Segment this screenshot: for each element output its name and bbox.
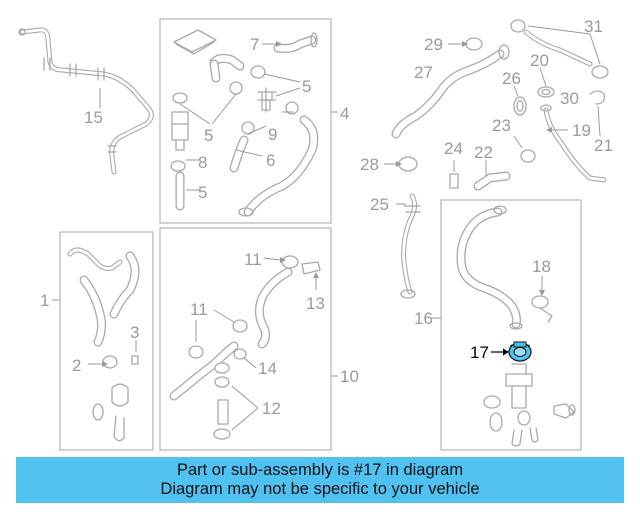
group-1-parts (67, 247, 140, 442)
label-part-14[interactable]: 14 (258, 359, 277, 378)
label-part-5b[interactable]: 5 (204, 126, 213, 145)
label-part-8[interactable]: 8 (198, 153, 207, 172)
label-part-5a[interactable]: 5 (302, 77, 311, 96)
group-box-1 (59, 231, 154, 451)
label-part-27[interactable]: 27 (414, 63, 433, 82)
label-part-15[interactable]: 15 (84, 108, 103, 127)
banner-line-disclaimer: Diagram may not be specific to your vehi… (160, 480, 480, 498)
right-top-parts (391, 19, 609, 299)
part-17-hose-clamp-highlighted[interactable] (508, 341, 532, 362)
label-part-28[interactable]: 28 (360, 155, 379, 174)
label-part-20[interactable]: 20 (530, 51, 549, 70)
group-4-parts (170, 29, 319, 217)
label-part-26[interactable]: 26 (502, 69, 521, 88)
group-box-16 (440, 199, 582, 451)
label-part-21[interactable]: 21 (594, 136, 613, 155)
label-part-4[interactable]: 4 (340, 104, 349, 123)
label-part-5c[interactable]: 5 (198, 183, 207, 202)
label-part-13[interactable]: 13 (306, 294, 325, 313)
label-part-29[interactable]: 29 (424, 35, 443, 54)
label-part-9[interactable]: 9 (268, 125, 277, 144)
label-part-19[interactable]: 19 (572, 121, 591, 140)
label-part-12[interactable]: 12 (262, 399, 281, 418)
label-part-11a[interactable]: 11 (244, 250, 262, 269)
parts-diagram: 1 2 3 4 5 5 5 6 7 8 9 10 11 11 12 13 14 … (18, 17, 613, 451)
label-part-11b[interactable]: 11 (190, 300, 208, 319)
group-box-4 (159, 18, 332, 224)
banner-line-part-info: Part or sub-assembly is #17 in diagram (176, 461, 464, 479)
group-16-parts (456, 205, 576, 447)
label-part-6[interactable]: 6 (266, 151, 275, 170)
label-part-7[interactable]: 7 (250, 35, 259, 54)
label-part-31[interactable]: 31 (584, 17, 603, 36)
label-part-17[interactable]: 17 (470, 343, 489, 362)
label-part-3[interactable]: 3 (130, 323, 139, 342)
label-part-25[interactable]: 25 (370, 195, 389, 214)
label-part-18[interactable]: 18 (532, 257, 551, 276)
info-banner: Part or sub-assembly is #17 in diagram D… (16, 457, 624, 503)
label-part-24[interactable]: 24 (444, 139, 463, 158)
label-part-16[interactable]: 16 (414, 309, 433, 328)
label-part-22[interactable]: 22 (474, 143, 493, 162)
label-part-1[interactable]: 1 (40, 291, 49, 310)
group-box-10 (159, 227, 332, 451)
label-part-23[interactable]: 23 (492, 116, 511, 135)
label-part-30[interactable]: 30 (560, 89, 579, 108)
group-10-parts (169, 255, 321, 440)
part-15-coolant-pipe (18, 27, 154, 175)
label-part-10[interactable]: 10 (340, 367, 359, 386)
label-part-2[interactable]: 2 (72, 356, 81, 375)
